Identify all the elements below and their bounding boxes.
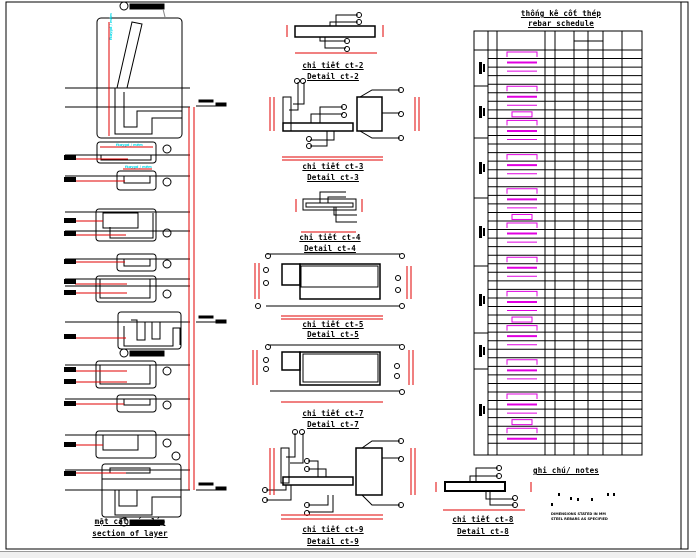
rebar-shape-stirrup	[511, 316, 533, 323]
section-title-en: section of layer	[92, 529, 168, 538]
schedule-group-label	[479, 106, 482, 118]
schedule-group-label	[479, 62, 482, 74]
schedule-group-label	[479, 294, 482, 306]
schedule-group-label	[479, 162, 482, 174]
detail-title-vi: chi tiết ct-5	[302, 320, 364, 329]
schedule-group-label	[483, 64, 485, 72]
detail-title-en: Detail ct-8	[457, 527, 509, 536]
rebar-schedule-table	[473, 2, 682, 549]
detail-drawings	[255, 12, 518, 516]
layer-tags	[64, 155, 76, 476]
section-title-vi: mặt cắt các lớp	[94, 517, 166, 526]
detail-title-vi: chi tiết ct-7	[302, 409, 364, 418]
table-frame	[473, 30, 643, 456]
detail-title-en: Detail ct-7	[307, 420, 359, 429]
rebar-shape-u	[506, 325, 538, 331]
rebar-shape-u	[506, 290, 538, 297]
notes-line-2: STEEL REBARS AS SPECIFIED	[551, 517, 608, 521]
detail-title-vi: chi tiết ct-9	[302, 525, 364, 534]
schedule-group-label	[483, 296, 485, 304]
level-markers	[196, 99, 227, 491]
schedule-group-label	[483, 164, 485, 172]
notes-line-1: DIMENSIONS STATED IN MM	[551, 512, 606, 516]
schedule-group-label	[483, 406, 485, 414]
section-dim-label: fkaygd / mẻm	[109, 13, 113, 40]
sheet-border	[5, 1, 689, 550]
schedule-group-label	[479, 226, 482, 238]
rebar-shape-u	[506, 359, 538, 365]
section-dim-label: fkaygd / mẻm	[125, 165, 152, 169]
section-dimension-lines	[75, 22, 195, 490]
detail-title-vi: chi tiết ct-8	[452, 515, 514, 524]
bottom-scrollbar[interactable]	[0, 551, 696, 558]
section-of-layer-drawing	[65, 1, 190, 527]
rebar-shape-u	[506, 188, 538, 194]
detail-title-en: Detail ct-3	[307, 173, 359, 182]
rebar-shape-u	[506, 154, 538, 160]
schedule-group-label	[479, 345, 482, 357]
detail-title-vi: chi tiết ct-2	[302, 61, 364, 70]
rebar-shape-stirrup	[511, 419, 533, 426]
detail-title-en: Detail ct-5	[307, 330, 359, 339]
section-dim-label: fkaygd / mẻm	[116, 143, 143, 147]
detail-title-en: Detail ct-4	[304, 244, 356, 253]
rebar-shape-u	[506, 119, 538, 126]
detail-title-en: Detail ct-2	[307, 72, 359, 81]
schedule-title-vi: thống kê cốt thép	[520, 9, 602, 18]
detail-title-en: Detail ct-9	[307, 537, 359, 546]
rebar-shape-u	[506, 51, 538, 57]
schedule-group-label	[483, 228, 485, 236]
rebar-shape-u	[506, 427, 538, 434]
schedule-title-en: rebar schedule	[527, 19, 595, 28]
schedule-group-label	[483, 108, 485, 116]
rebar-shape-u	[506, 85, 538, 92]
rebar-shape-stirrup	[511, 213, 533, 220]
rebar-shapes	[506, 51, 538, 440]
rebar-shape-u	[506, 222, 538, 228]
detail-dimension-lines	[252, 25, 532, 520]
rebar-shape-u	[506, 393, 538, 399]
schedule-group-label	[483, 347, 485, 355]
rebar-shape-stirrup	[511, 111, 533, 118]
notes-title: ghi chú/ notes	[532, 466, 600, 475]
notes-marks	[551, 493, 615, 506]
detail-title-vi: chi tiết ct-3	[302, 162, 364, 171]
schedule-group-label	[479, 404, 482, 416]
detail-title-vi: chi tiết ct-4	[299, 233, 361, 242]
rebar-shape-u	[506, 256, 538, 263]
